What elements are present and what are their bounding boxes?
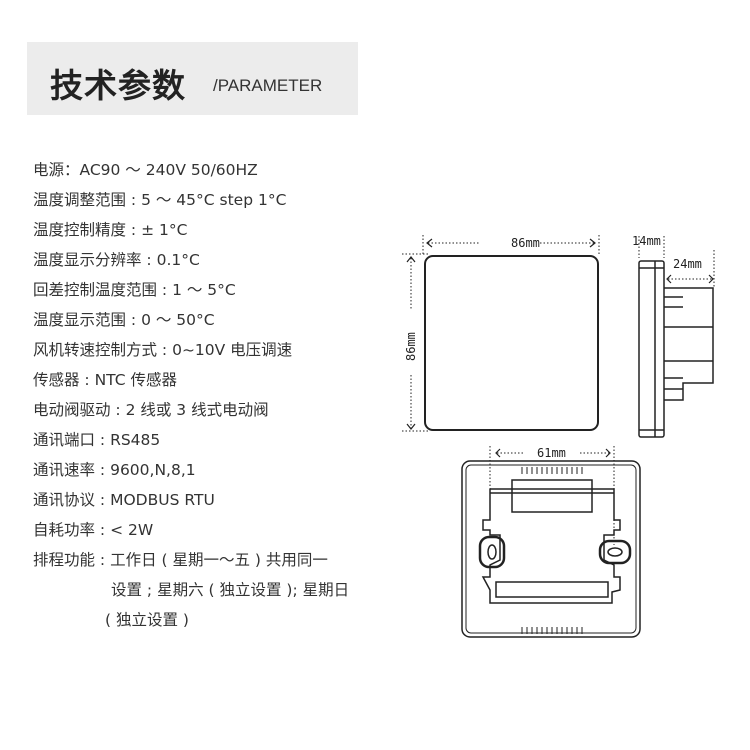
spec-sensor: 传感器 : NTC 传感器 [33,371,177,389]
section-subtitle: /PARAMETER [213,76,323,95]
section-title: 技术参数 [50,66,186,105]
back-vent-slots [521,467,583,634]
section-header: 技术参数 /PARAMETER [27,42,358,115]
dim-side-back: 24mm [673,257,702,271]
dim-side-depth: 14mm [632,234,661,248]
spec-list: 电源：AC90 ～ 240V 50/60HZ 温度调整范围 : 5 ～ 45°C… [33,155,349,635]
spec-hysteresis: 回差控制温度范围 : 1 ～ 5°C [33,281,236,299]
front-view [424,255,599,431]
back-view [461,460,641,638]
spec-valve: 电动阀驱动 : 2 线或 3 线式电动阀 [33,401,269,419]
spec-schedule-cont: 设置 ; 星期六 ( 独立设置 ); 星期日 [111,581,350,599]
side-view [638,260,714,438]
dim-front-width: 86mm [511,236,540,250]
dim-hole-spacing: 61mm [537,446,566,460]
spec-baud: 通讯速率 : 9600,N,8,1 [33,461,196,479]
spec-accuracy: 温度控制精度 : ± 1°C [33,221,188,239]
spec-schedule: 排程功能 : 工作日 ( 星期一～五 ) 共用同一 [33,551,328,569]
spec-power: 电源：AC90 ～ 240V 50/60HZ [33,161,258,179]
spec-protocol: 通讯协议 : MODBUS RTU [33,491,215,509]
spec-resolution: 温度显示分辨率 : 0.1°C [33,251,200,269]
spec-display-range: 温度显示范围 : 0 ～ 50°C [33,311,215,329]
spec-fan-control: 风机转速控制方式 : 0~10V 电压调速 [33,341,293,359]
spec-power-consumption: 自耗功率 : < 2W [33,521,154,539]
spec-port: 通讯端口 : RS485 [33,431,161,449]
spec-schedule-cont2: ( 独立设置 ) [105,611,189,629]
dim-front-height: 86mm [404,332,418,361]
spec-temp-range: 温度调整范围 : 5 ～ 45°C step 1°C [33,191,287,209]
